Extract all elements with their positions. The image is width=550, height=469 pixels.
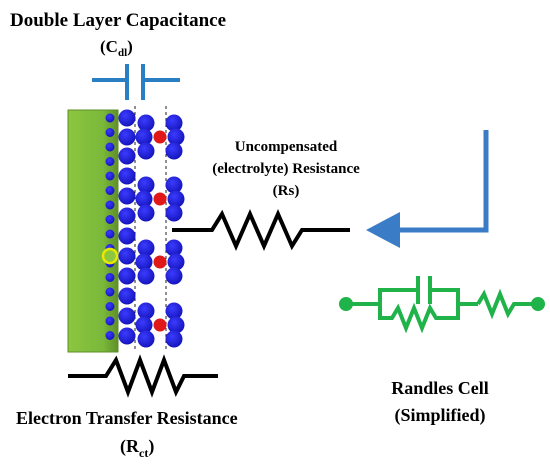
cdl-title: Double Layer Capacitance bbox=[10, 10, 226, 31]
ion-layer bbox=[101, 109, 185, 348]
adsorbed-ion bbox=[105, 229, 115, 239]
solvation-ion bbox=[165, 330, 183, 348]
adsorbed-ion bbox=[105, 171, 115, 181]
solvated-ion bbox=[118, 247, 136, 265]
solvated-ion bbox=[118, 287, 136, 305]
solvation-ion bbox=[167, 190, 185, 208]
solvation-ion bbox=[137, 267, 155, 285]
randles-label-line1: Randles Cell bbox=[391, 378, 489, 398]
randles-circuit-icon bbox=[339, 276, 545, 334]
adsorbed-ion bbox=[105, 200, 115, 210]
solvation-ion bbox=[165, 239, 183, 257]
solvated-ion bbox=[118, 187, 136, 205]
solvation-ion bbox=[167, 316, 185, 334]
rct-resistor-icon bbox=[68, 354, 218, 398]
solvation-ion bbox=[137, 114, 155, 132]
solvated-ion bbox=[118, 128, 136, 146]
cdl-symbol: (Cdl) bbox=[100, 37, 133, 59]
randles-label-line2: (Simplified) bbox=[394, 405, 485, 426]
adsorbed-ion bbox=[105, 128, 115, 137]
solvated-ion bbox=[118, 267, 136, 285]
solvation-ion bbox=[137, 176, 155, 194]
solvation-ion bbox=[137, 239, 155, 257]
adsorbed-ion bbox=[105, 302, 115, 311]
solvation-ion bbox=[165, 204, 183, 222]
solvation-ion bbox=[135, 316, 153, 334]
red-ion bbox=[153, 255, 167, 269]
adsorbed-ion bbox=[105, 113, 115, 123]
solvation-ion bbox=[165, 142, 183, 160]
solvated-ion bbox=[118, 207, 136, 225]
rs-label-line2: (electrolyte) Resistance bbox=[212, 161, 360, 177]
solvated-ion bbox=[118, 167, 136, 185]
red-ion bbox=[153, 130, 167, 144]
resistor-icon bbox=[172, 209, 350, 251]
solvation-ion bbox=[137, 142, 155, 160]
adsorbed-ion bbox=[105, 157, 115, 166]
solvation-ion bbox=[167, 253, 185, 271]
solvation-ion bbox=[137, 204, 155, 222]
adsorbed-ion bbox=[105, 331, 115, 340]
solvation-ion bbox=[135, 190, 153, 208]
arrow-left-icon bbox=[366, 130, 489, 248]
adsorbed-ion bbox=[105, 287, 115, 297]
rs-label-line1: Uncompensated bbox=[235, 139, 338, 155]
rs-label-line3: (Rs) bbox=[273, 183, 300, 199]
adsorbed-ion bbox=[105, 273, 115, 282]
adsorbed-ion bbox=[105, 316, 115, 326]
red-ion bbox=[153, 318, 167, 332]
solvation-ion bbox=[137, 330, 155, 348]
rct-symbol: (Rct) bbox=[120, 436, 154, 460]
solvation-ion bbox=[165, 114, 183, 132]
red-ion bbox=[153, 192, 167, 206]
solvation-ion bbox=[135, 253, 153, 271]
adsorbed-ion bbox=[105, 215, 115, 224]
solvation-ion bbox=[167, 128, 185, 146]
solvated-ion bbox=[118, 227, 136, 245]
adsorbed-ion bbox=[105, 142, 115, 152]
rct-title: Electron Transfer Resistance bbox=[16, 408, 238, 428]
adsorbed-ion bbox=[105, 186, 115, 195]
solvated-ion bbox=[118, 109, 136, 127]
specific-adsorbed-ion bbox=[101, 247, 119, 265]
capacitor-icon bbox=[92, 64, 180, 100]
solvated-ion bbox=[118, 307, 136, 325]
solvation-ion bbox=[137, 302, 155, 320]
solvation-ion bbox=[165, 176, 183, 194]
solvation-ion bbox=[135, 128, 153, 146]
solvation-ion bbox=[165, 302, 183, 320]
solvated-ion bbox=[118, 147, 136, 165]
solvated-ion bbox=[118, 327, 136, 345]
solvation-ion bbox=[165, 267, 183, 285]
